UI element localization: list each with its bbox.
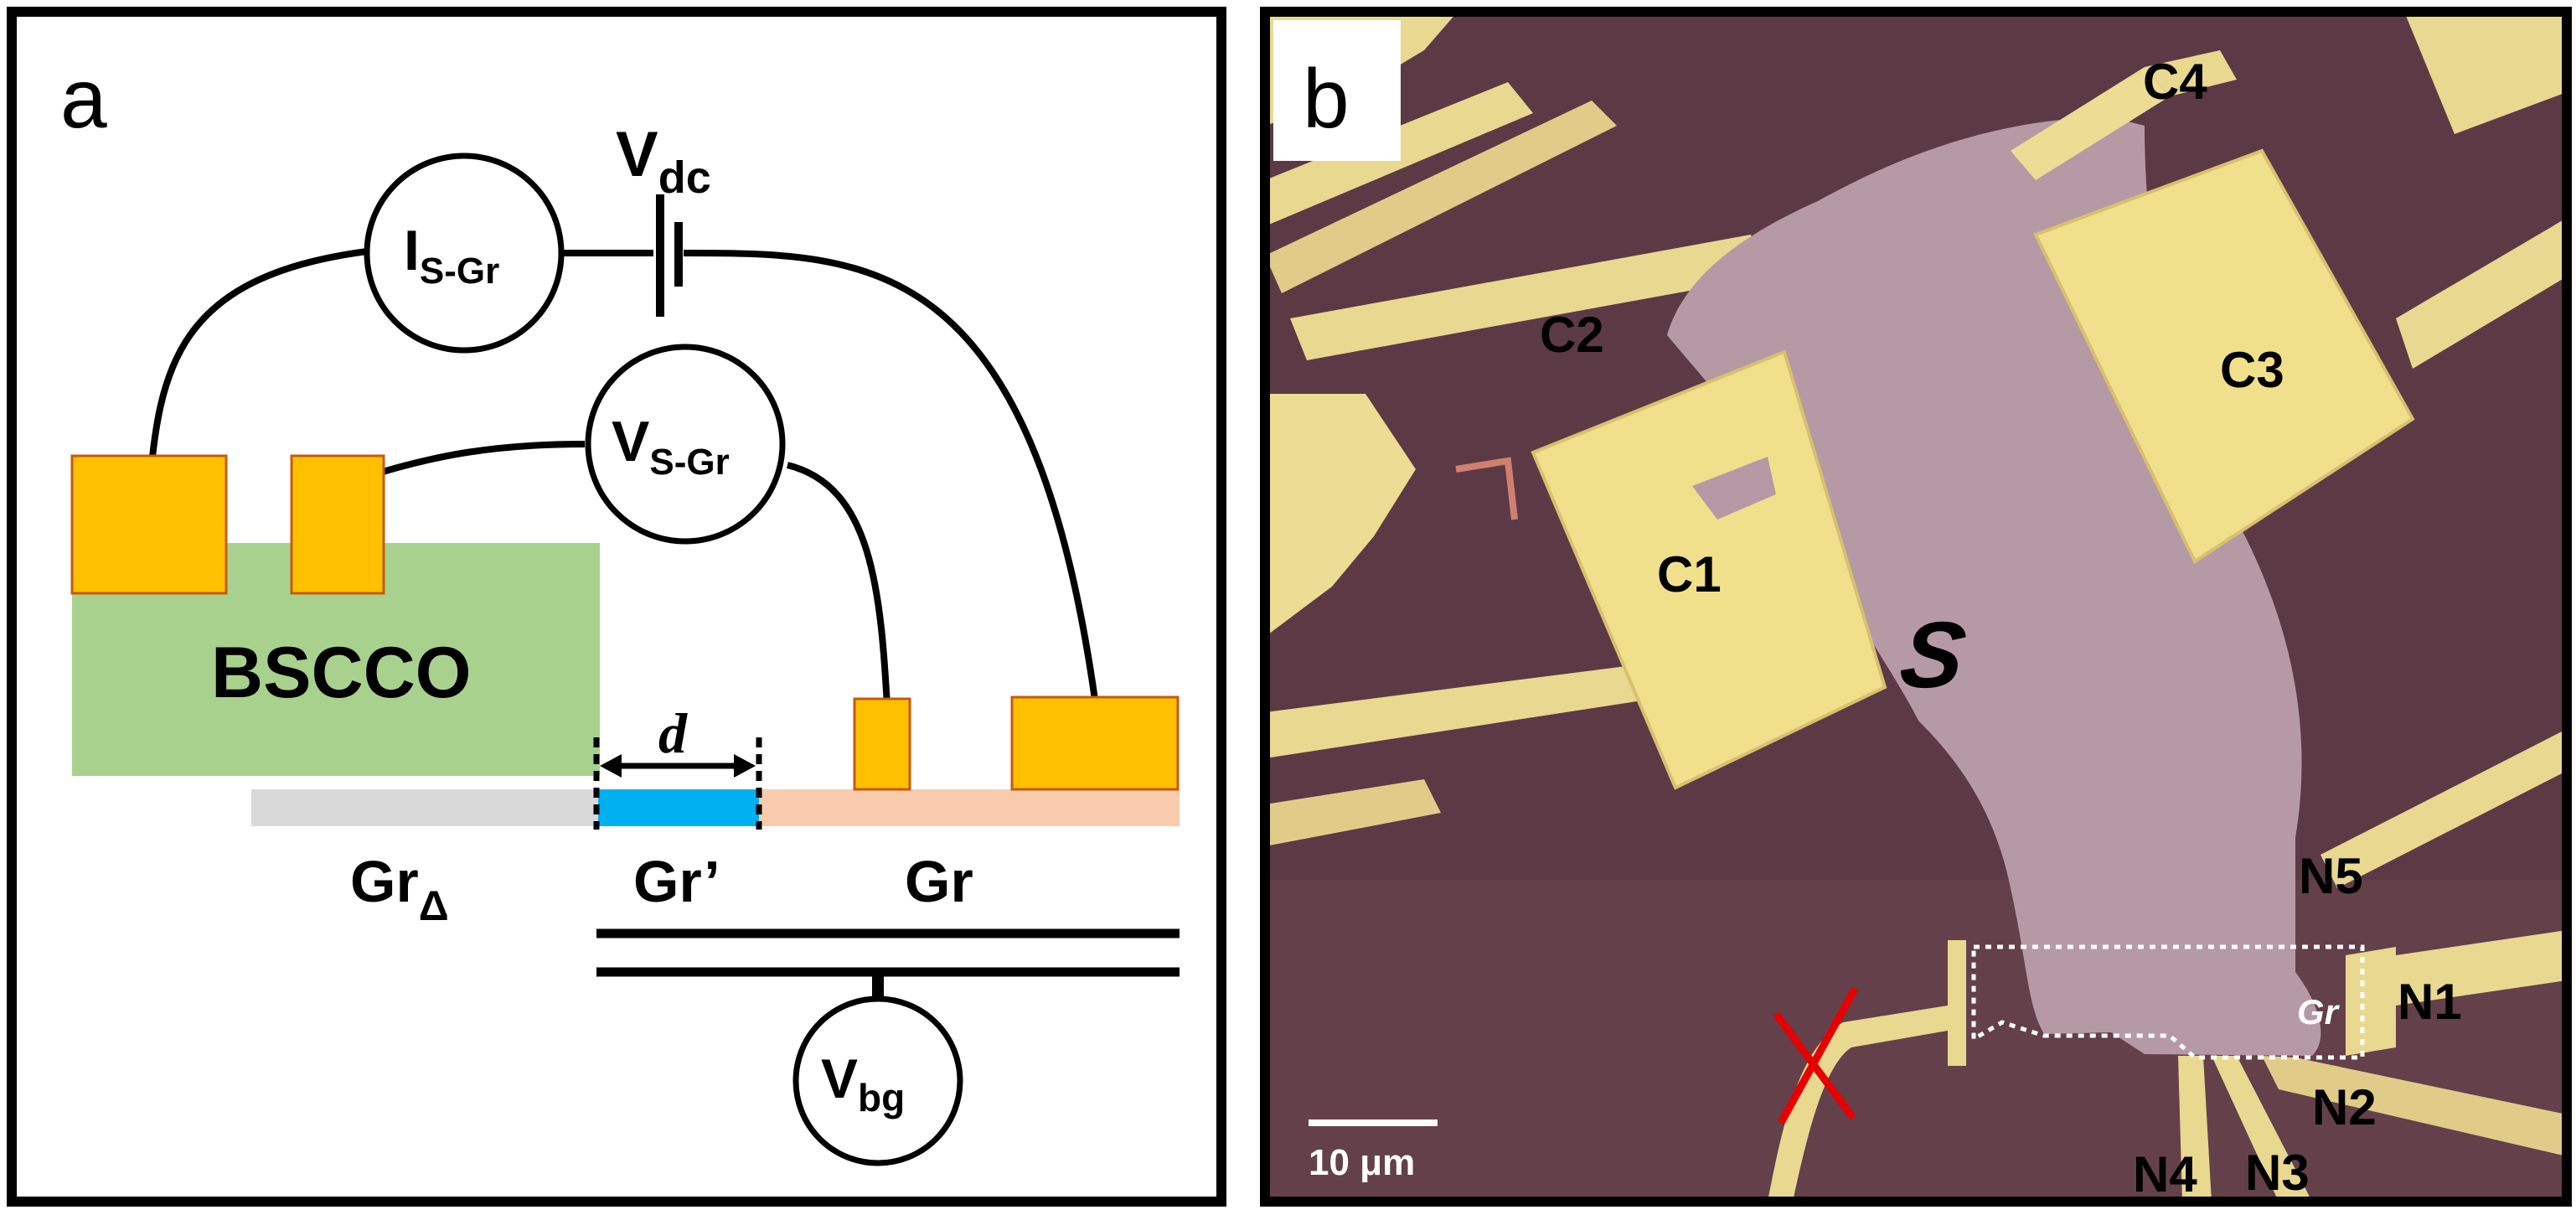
electrode-n3	[2212, 1056, 2312, 1202]
gr-dashed-outline	[1971, 944, 2365, 1060]
electrode-top-right	[2404, 12, 2567, 134]
vdc-label: Vdc	[616, 119, 711, 203]
left-pad	[1265, 394, 1416, 637]
backgate-meter-label: Vbg	[821, 1047, 905, 1119]
label-n1: N1	[2398, 974, 2462, 1030]
electrode-n4	[2178, 1056, 2212, 1202]
voltage-meter	[585, 344, 786, 545]
gr-label-b: Gr	[2297, 992, 2341, 1031]
wire-i-left	[146, 248, 368, 494]
panel-a: a Vdc IS-Gr VS-Gr BSCCO	[7, 7, 1226, 1207]
electrode-bar	[1948, 940, 1966, 1066]
d-label: d	[658, 701, 688, 765]
electrode-c3-lead	[2396, 218, 2567, 369]
gr-contact-large	[1010, 695, 1180, 791]
bscco-contact-2	[290, 454, 385, 595]
gr-strip	[759, 789, 1180, 826]
current-meter-label: IS-Gr	[404, 219, 499, 292]
bscco-contact-1	[70, 454, 228, 595]
alignment-marker	[1455, 457, 1518, 520]
panel-b: C1 C2 C3 C4 N1 N2 N3 N4 N5 S Gr 10 μm b	[1265, 12, 2567, 1202]
backgate-meter	[792, 995, 963, 1166]
scale-bar-label: 10 μm	[1309, 1142, 1415, 1183]
wire-v-right	[787, 462, 891, 723]
label-n4: N4	[2133, 1146, 2197, 1202]
label-c1: C1	[1657, 546, 1722, 602]
electrode-n1-lead	[2396, 930, 2567, 1006]
electrode-n5	[2320, 729, 2567, 888]
label-n3: N3	[2245, 1145, 2310, 1201]
electrode-finger-2	[1265, 101, 1617, 293]
electrode-finger-3	[1290, 235, 1768, 360]
gr-label: Gr	[905, 849, 973, 914]
pad-c1	[1531, 349, 1887, 790]
label-c2: C2	[1540, 307, 1604, 363]
cross-mark-b	[1778, 986, 1858, 1125]
electrode-c4	[2011, 67, 2170, 180]
gr-delta-label: GrΔ	[350, 849, 449, 929]
voltage-meter-label: VS-Gr	[612, 410, 730, 483]
gr-delta-strip	[251, 789, 598, 826]
electrode-lower-left-2	[1265, 779, 1441, 846]
panel-a-letter: a	[60, 52, 107, 146]
pad-c1-notch	[1692, 457, 1776, 520]
electrode-lower-left	[1265, 662, 1675, 758]
electrode-c4-lead	[2145, 50, 2237, 96]
electrode-bar-lead	[1768, 1006, 1948, 1202]
panel-b-frame	[1260, 7, 2572, 1207]
panel-b-letter-box	[1273, 20, 1401, 161]
bscco-label: BSCCO	[211, 633, 472, 713]
panel-b-letter: b	[1303, 52, 1350, 146]
d-arrow-left-head	[600, 754, 622, 778]
sample-label: S	[1894, 602, 1971, 706]
label-c4: C4	[2143, 54, 2207, 110]
gr-prime-label: Gr’	[633, 849, 720, 914]
pad-c3	[2033, 148, 2415, 564]
electrode-n2	[2262, 1056, 2567, 1156]
gr-prime-strip	[598, 789, 759, 826]
wire-battery-right	[683, 249, 1102, 732]
electrode-n1	[2346, 947, 2396, 1056]
d-arrow-right-head	[734, 754, 756, 778]
label-c3: C3	[2220, 342, 2284, 398]
label-n2: N2	[2312, 1079, 2377, 1135]
label-n5: N5	[2299, 848, 2363, 904]
current-meter	[364, 153, 565, 354]
gr-contact-small	[853, 697, 911, 791]
